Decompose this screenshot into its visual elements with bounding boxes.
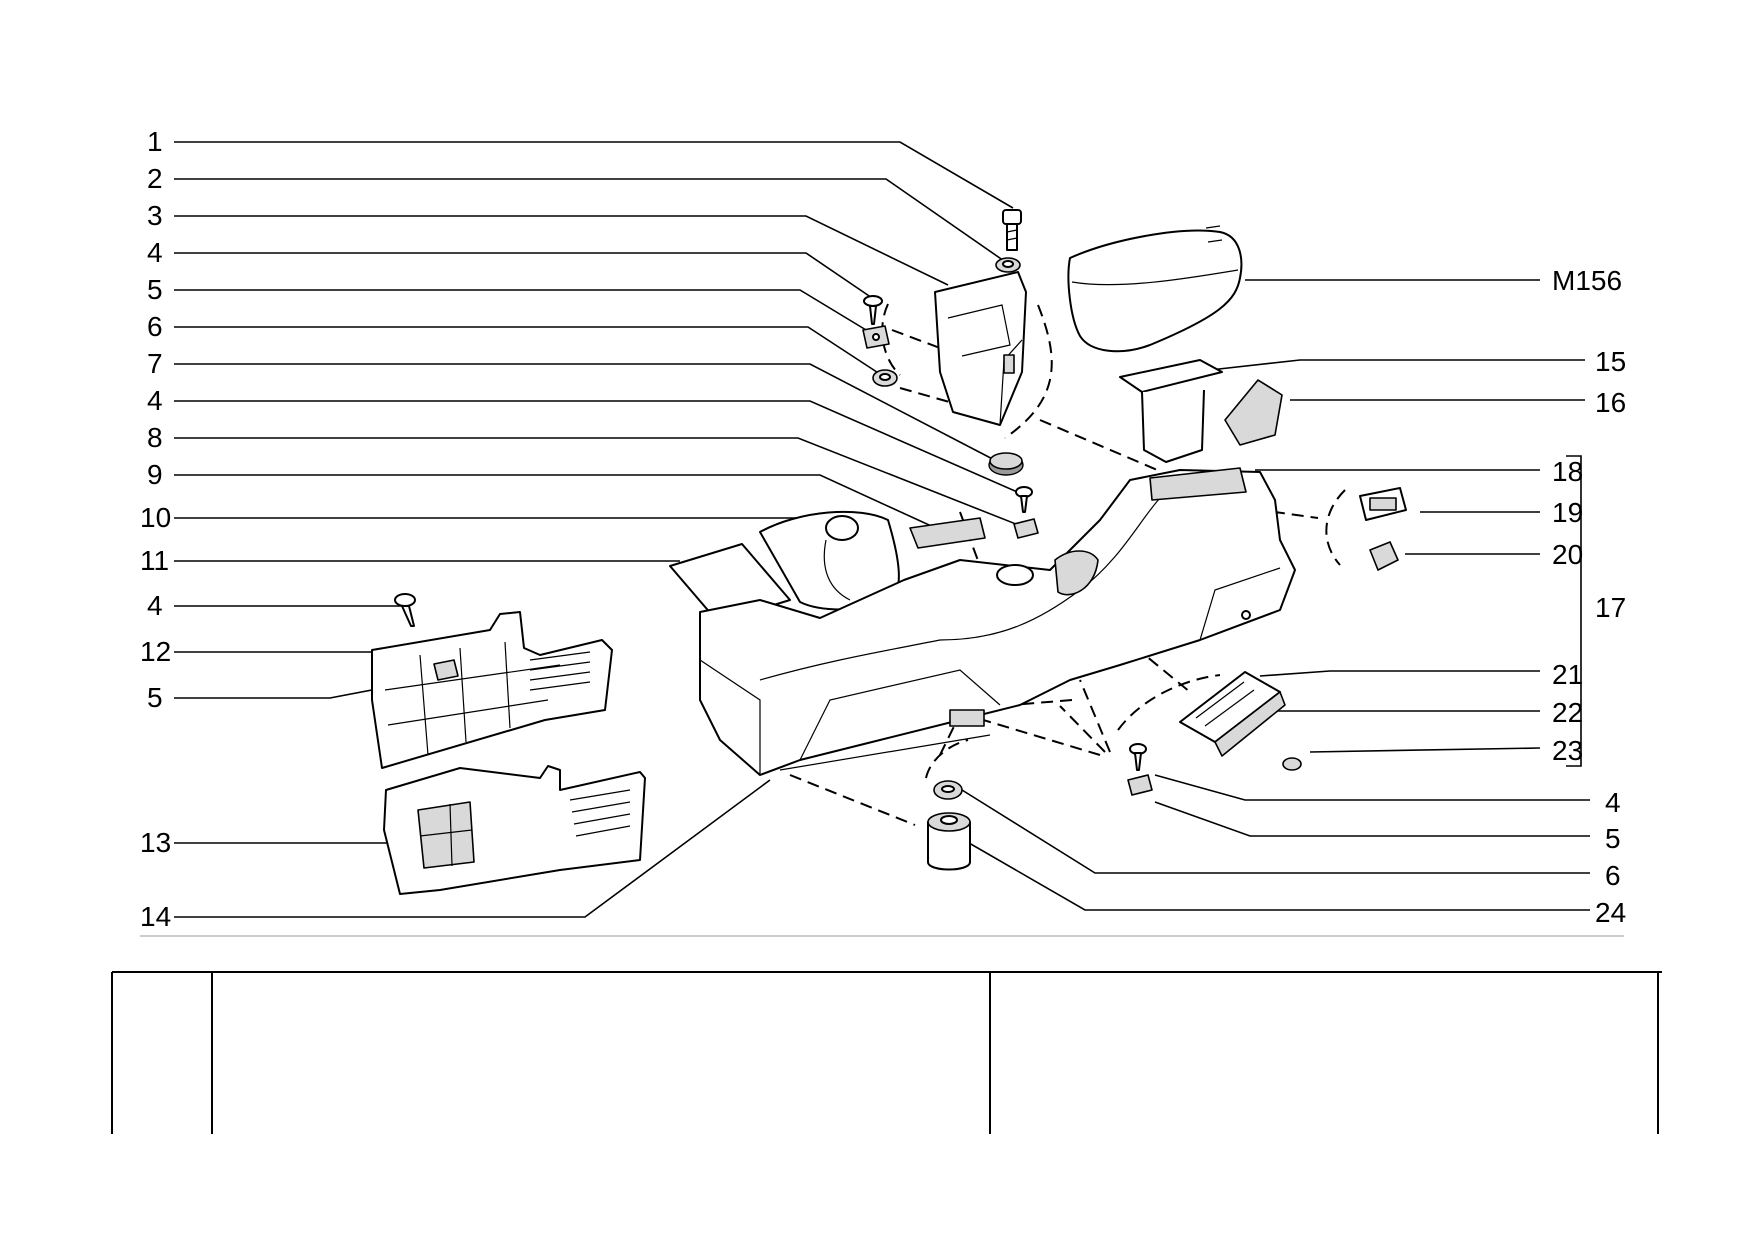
nut-part-6-bottom xyxy=(933,780,963,800)
callout-22: 22 xyxy=(1552,697,1583,728)
knob-part-20 xyxy=(1369,541,1399,571)
callout-16: 16 xyxy=(1595,387,1626,418)
clip-part-5-right xyxy=(1127,774,1153,796)
vent-grille xyxy=(529,651,591,691)
callout-8: 8 xyxy=(147,422,163,453)
nut-part-6 xyxy=(872,369,898,387)
callout-4b: 4 xyxy=(147,385,163,416)
callout-1: 1 xyxy=(147,126,163,157)
vent-grille-lower xyxy=(569,789,631,837)
callout-m156: M156 xyxy=(1552,265,1622,296)
right-callouts: M156 15 16 18 19 20 17 21 22 23 4 5 6 24 xyxy=(1552,265,1626,928)
callout-15: 15 xyxy=(1595,346,1626,377)
main-console-part-14 xyxy=(699,467,1296,776)
callout-6: 6 xyxy=(147,311,163,342)
bolt-part-1 xyxy=(1002,209,1022,251)
screw-part-4-second xyxy=(1015,486,1033,513)
nut-part-23 xyxy=(1282,757,1302,771)
callout-6b: 6 xyxy=(1605,860,1621,891)
washer-part-2 xyxy=(995,257,1021,273)
callout-17: 17 xyxy=(1595,592,1626,623)
left-callouts: 1 2 3 4 5 6 7 4 8 9 10 11 4 12 5 13 14 xyxy=(140,126,171,932)
lower-panel-part-13 xyxy=(383,765,646,895)
right-leader-lines xyxy=(949,279,1590,911)
callout-5b: 5 xyxy=(147,682,163,713)
callout-24: 24 xyxy=(1595,897,1626,928)
rail-part-21-22 xyxy=(1179,671,1286,757)
clip-part-8 xyxy=(1013,518,1039,539)
callout-13: 13 xyxy=(140,827,171,858)
callout-10: 10 xyxy=(140,502,171,533)
callout-18: 18 xyxy=(1552,456,1583,487)
callout-21: 21 xyxy=(1552,659,1583,690)
cover-part-9 xyxy=(909,517,986,549)
left-leader-lines xyxy=(174,141,1027,918)
screw-part-4-right xyxy=(1129,743,1147,771)
grommet-part-24 xyxy=(927,812,971,871)
armrest-box-m156 xyxy=(1067,225,1243,353)
switch-part-19 xyxy=(1359,487,1407,521)
callout-23: 23 xyxy=(1552,735,1583,766)
shift-boot-part-10 xyxy=(759,510,900,611)
callout-14: 14 xyxy=(140,901,171,932)
screw-part-4 xyxy=(863,295,883,325)
callout-2: 2 xyxy=(147,163,163,194)
callout-9: 9 xyxy=(147,459,163,490)
callout-5: 5 xyxy=(147,274,163,305)
screw-part-4-left xyxy=(394,593,416,627)
callout-7: 7 xyxy=(147,348,163,379)
callout-4d: 4 xyxy=(1605,787,1621,818)
clip-part-5 xyxy=(862,325,890,349)
tray-part-15 xyxy=(1119,359,1223,463)
callout-12: 12 xyxy=(140,636,171,667)
callout-4c: 4 xyxy=(147,590,163,621)
parts-table-frame xyxy=(111,971,1662,1134)
bracket-part-16 xyxy=(1224,379,1283,446)
callout-4: 4 xyxy=(147,237,163,268)
callout-19: 19 xyxy=(1552,497,1583,528)
callout-5c: 5 xyxy=(1605,823,1621,854)
callout-20: 20 xyxy=(1552,539,1583,570)
side-panel-part-12 xyxy=(371,611,613,769)
callout-3: 3 xyxy=(147,200,163,231)
callout-11: 11 xyxy=(140,545,169,576)
bracket-part-3 xyxy=(934,271,1027,426)
plug-part-7 xyxy=(988,452,1024,476)
